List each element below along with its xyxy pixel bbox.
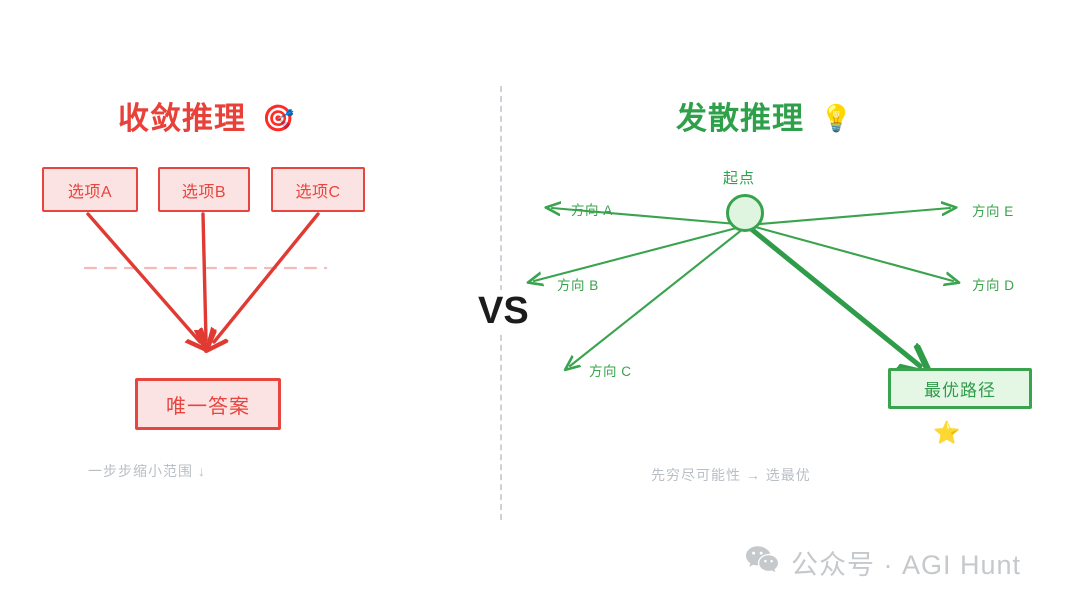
start-node-label: 起点 [723,170,756,187]
option-c-box[interactable]: 选项C [271,167,365,212]
option-b-label: 选项B [181,183,227,201]
right-panel-caption: 先穷尽可能性 → 选最优 [651,467,811,483]
option-c-label: 选项C [295,183,341,201]
ray-direction-b [534,223,750,281]
unique-answer-label: 唯一答案 [166,395,250,418]
left-panel-title-text: 收敛推理 [118,101,246,136]
option-a-label: 选项A [67,183,113,201]
left-panel-caption: 一步步缩小范围 ↓ [88,463,206,479]
ray-label-direction-a: 方向 A [571,203,613,218]
ray-direction-c [570,223,750,366]
ray-label-direction-c: 方向 C [589,364,632,379]
left-panel-title: 收敛推理 🎯 [118,93,295,138]
right-panel-title: 发散推理 💡 [676,93,853,138]
ray-direction-d [746,223,953,281]
star-icon: ⭐ [933,420,961,445]
arrow-option-c-to-answer [214,212,320,342]
dart-target-icon: 🎯 [262,103,296,133]
arrow-option-b-to-answer [203,212,206,340]
vs-label: VS [476,290,531,333]
ray-direction-e [746,208,950,227]
watermark-text: 公众号 · AGI Hunt [791,550,1022,580]
arrow-option-a-to-answer [86,212,200,342]
ray-label-direction-d: 方向 D [972,278,1015,293]
watermark: 公众号 · AGI Hunt [745,543,1021,582]
ray-label-direction-e: 方向 E [972,204,1014,219]
best-path-label: 最优路径 [924,381,996,400]
best-path-box[interactable]: 最优路径 [888,368,1032,409]
option-b-box[interactable]: 选项B [158,167,250,212]
unique-answer-box[interactable]: 唯一答案 [135,378,281,430]
lightbulb-icon: 💡 [820,103,854,133]
ray-label-direction-b: 方向 B [557,278,599,293]
wechat-icon [745,545,779,581]
start-node-circle[interactable] [726,194,764,232]
right-panel-title-text: 发散推理 [676,101,804,136]
option-a-box[interactable]: 选项A [42,167,138,212]
ray-best-path [747,225,920,366]
